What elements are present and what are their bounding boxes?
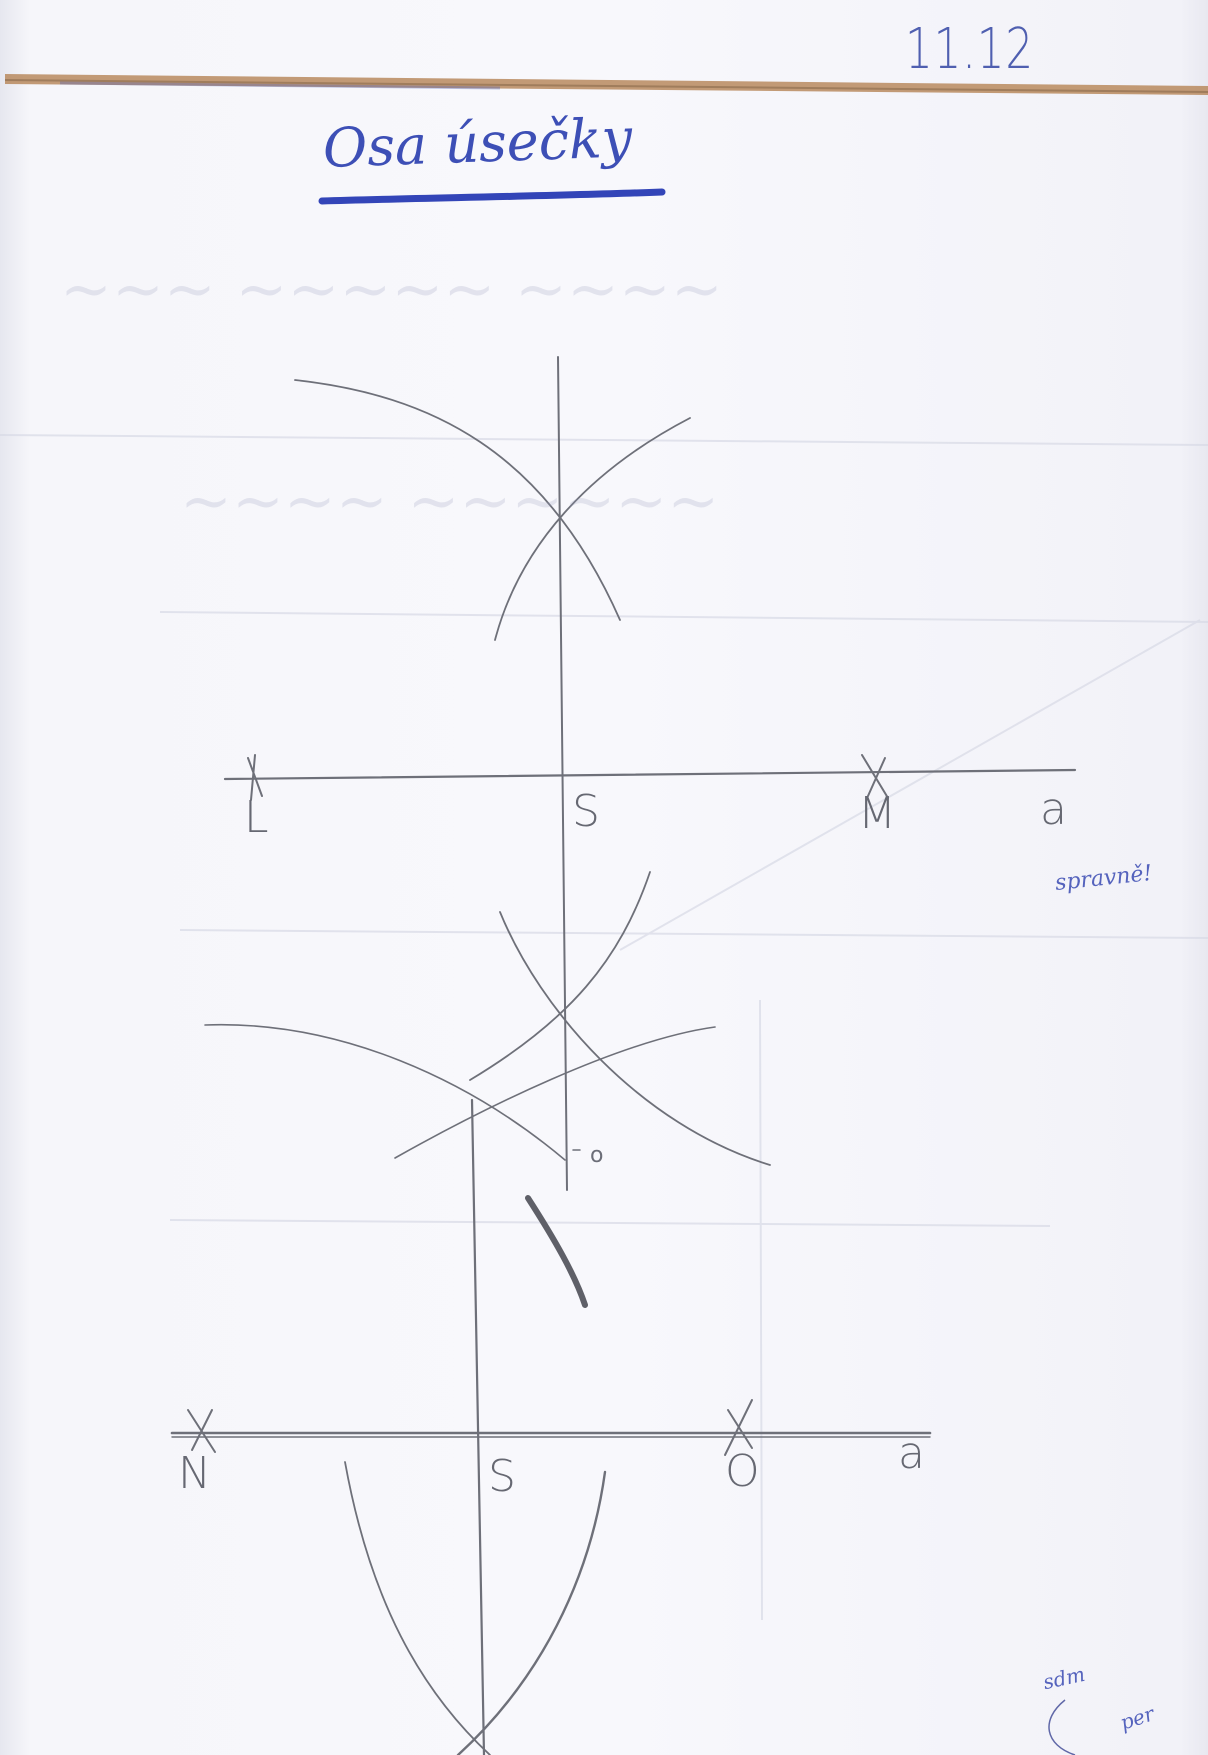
arc-lower-1 [469, 871, 651, 1081]
bleed-through-text: ~~~ ~~~~~ ~~~~ [60, 252, 723, 325]
arc-2-right [456, 1470, 607, 1755]
arc-lower-3 [204, 1023, 566, 1161]
axis-label-o: o [590, 1143, 604, 1168]
mark-M [861, 754, 889, 799]
teacher-bracket [1048, 1699, 1076, 1755]
arc-lower-4 [394, 1026, 716, 1159]
date-label: 11.12 [905, 17, 1034, 82]
line-label-a-2: a [898, 1428, 925, 1479]
arc-lower-2 [499, 911, 771, 1166]
midpoint-label-S: S [572, 786, 600, 837]
construction-2-pencil [170, 1098, 932, 1755]
point-label-L: L [244, 792, 269, 843]
midpoint-label-S-2: S [488, 1451, 516, 1502]
construction-1-pencil [204, 356, 1077, 1191]
line-a-1 [223, 768, 1077, 781]
bleed-through-text: ~~~~ ~~~~~~ [180, 464, 720, 537]
page-title: Osa úsečky [321, 106, 634, 180]
arc-upper-2 [494, 417, 691, 641]
point-label-N: N [178, 1448, 211, 1499]
line-label-a: a [1040, 784, 1067, 835]
arc-upper-1 [294, 379, 621, 621]
heavy-arc [525, 1195, 588, 1308]
mark-N [187, 1409, 216, 1453]
arc-2-left [344, 1461, 491, 1755]
mark-O [724, 1399, 753, 1456]
mark-L [247, 754, 263, 801]
point-label-M: M [858, 788, 896, 839]
point-label-O: O [725, 1446, 760, 1497]
title-underline [318, 188, 666, 205]
perpendicular-axis-1 [557, 356, 568, 1191]
header-strip [4, 74, 1208, 95]
ruled-lines [0, 434, 1208, 1621]
perpendicular-axis-2 [470, 1098, 486, 1755]
